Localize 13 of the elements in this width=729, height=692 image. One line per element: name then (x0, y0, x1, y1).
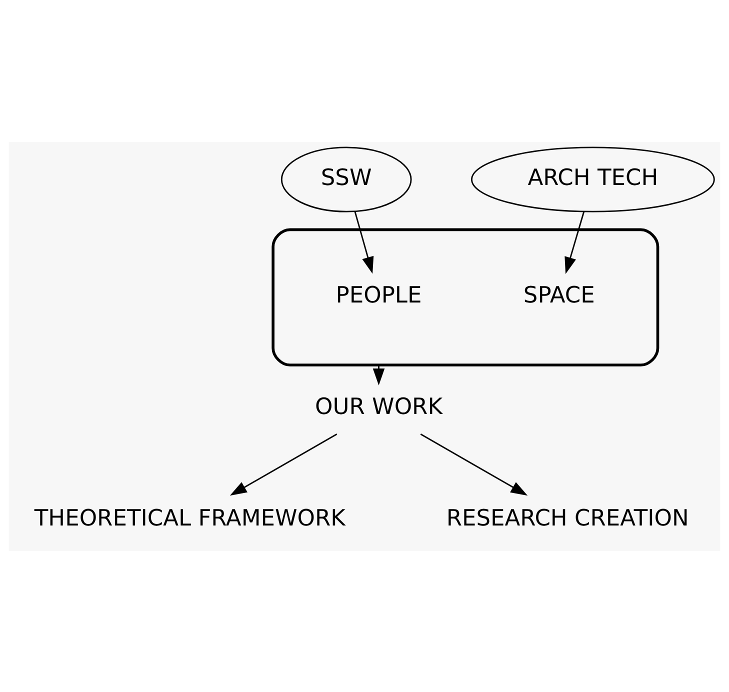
arrow (354, 210, 374, 274)
node-text: OUR WORK (315, 394, 443, 420)
node-ellipse: ARCH TECH (471, 146, 715, 212)
arrow (564, 211, 585, 274)
node-text: SPACE (523, 282, 595, 308)
node-text: THEORETICAL FRAMEWORK (34, 504, 346, 531)
arrow (420, 433, 528, 496)
cluster (272, 228, 660, 366)
node-ellipse: SSW (280, 146, 412, 212)
node-text: RESEARCH CREATION (446, 504, 689, 531)
node-text: PEOPLE (336, 282, 422, 308)
arrow (372, 364, 385, 385)
arrow (230, 433, 338, 496)
